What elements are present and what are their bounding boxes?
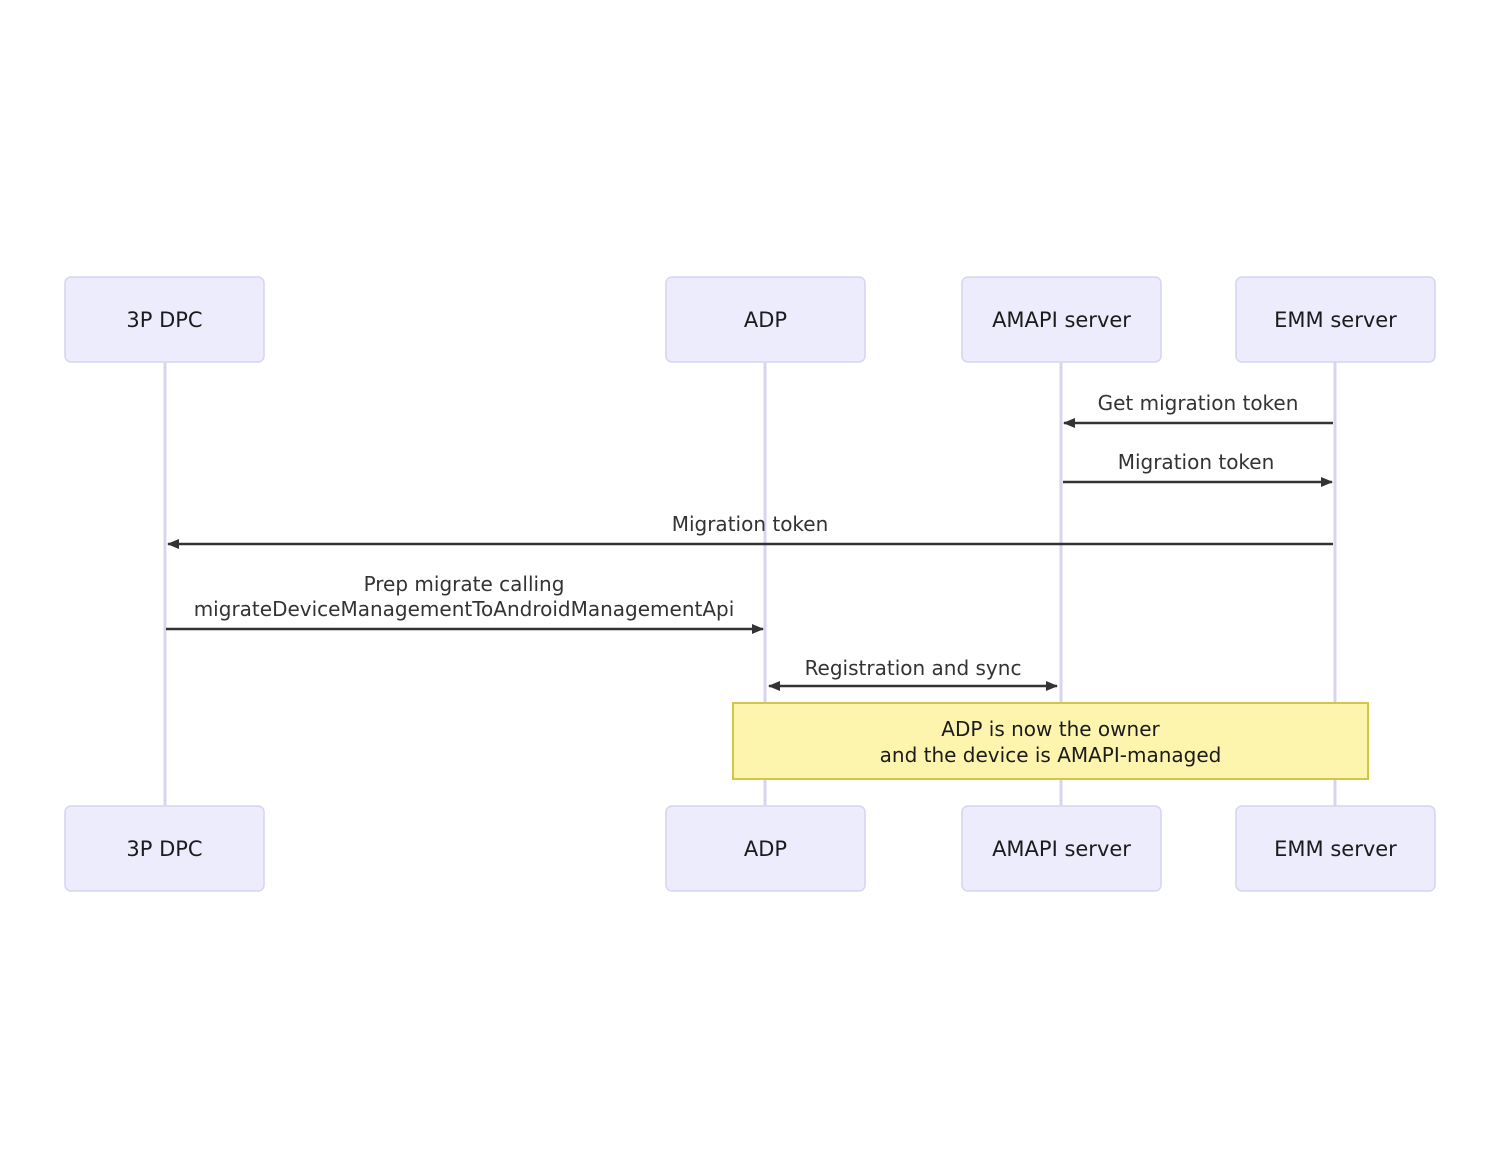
message-migration-token-to-dpc[interactable]: Migration token <box>167 512 1333 549</box>
actor-box[interactable] <box>961 805 1162 892</box>
note-label-line2: and the device is AMAPI-managed <box>880 743 1222 767</box>
actor-bottom-adp[interactable]: ADP <box>665 805 866 892</box>
message-label: Registration and sync <box>805 656 1022 680</box>
actor-box[interactable] <box>64 805 265 892</box>
actor-bottom-dpc[interactable]: 3P DPC <box>64 805 265 892</box>
messages: Get migration token Migration token Migr… <box>166 391 1333 691</box>
actor-label: 3P DPC <box>126 308 202 332</box>
message-registration-and-sync[interactable]: Registration and sync <box>768 656 1058 691</box>
actor-top-emm[interactable]: EMM server <box>1235 276 1436 363</box>
actor-bottom-emm[interactable]: EMM server <box>1235 805 1436 892</box>
actor-label: EMM server <box>1274 837 1397 861</box>
actor-top-amapi[interactable]: AMAPI server <box>961 276 1162 363</box>
message-prep-migrate[interactable]: Prep migrate calling migrateDeviceManage… <box>166 572 764 634</box>
actor-box[interactable] <box>961 276 1162 363</box>
actor-label: AMAPI server <box>992 308 1131 332</box>
actors-top: 3P DPC ADP AMAPI server EMM server <box>64 276 1436 363</box>
actor-box[interactable] <box>1235 805 1436 892</box>
actor-label: AMAPI server <box>992 837 1131 861</box>
message-migration-token-to-emm[interactable]: Migration token <box>1063 450 1333 487</box>
actor-bottom-amapi[interactable]: AMAPI server <box>961 805 1162 892</box>
actor-label: ADP <box>744 837 787 861</box>
actor-label: 3P DPC <box>126 837 202 861</box>
actor-label: EMM server <box>1274 308 1397 332</box>
note-box <box>732 702 1369 780</box>
message-label: Get migration token <box>1098 391 1299 415</box>
actor-box[interactable] <box>1235 276 1436 363</box>
note-adp-owner: ADP is now the owner and the device is A… <box>732 702 1369 780</box>
actor-label: ADP <box>744 308 787 332</box>
actor-box[interactable] <box>64 276 265 363</box>
message-get-migration-token[interactable]: Get migration token <box>1063 391 1333 428</box>
message-label: Migration token <box>672 512 829 536</box>
message-label-line2: migrateDeviceManagementToAndroidManageme… <box>194 597 735 621</box>
note-label-line1: ADP is now the owner <box>941 717 1160 741</box>
message-label: Migration token <box>1118 450 1275 474</box>
actor-box[interactable] <box>665 805 866 892</box>
message-label-line1: Prep migrate calling <box>364 572 565 596</box>
actor-top-dpc[interactable]: 3P DPC <box>64 276 265 363</box>
actor-box[interactable] <box>665 276 866 363</box>
actors-bottom: 3P DPC ADP AMAPI server EMM server <box>64 805 1436 892</box>
actor-top-adp[interactable]: ADP <box>665 276 866 363</box>
